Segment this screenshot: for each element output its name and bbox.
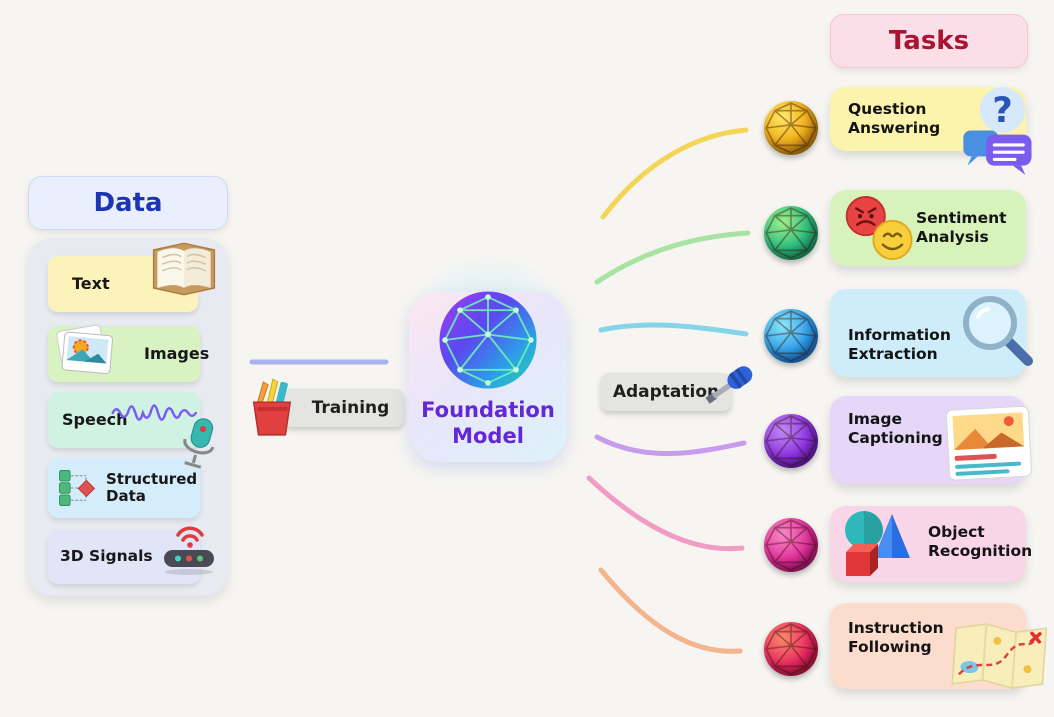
data-item-label: Text (72, 274, 110, 293)
emoji-faces-icon (845, 196, 913, 260)
task-information-extraction: Information Extraction (830, 289, 1033, 377)
polyhedron-sphere-image-captioning (764, 414, 818, 468)
arrow-instruction-following (598, 567, 743, 654)
task-label: Image Captioning (848, 410, 943, 448)
task-instruction-following: Instruction Following (830, 603, 1048, 689)
arrow-image-captioning (594, 434, 747, 457)
polyhedron-sphere-question-answering (764, 101, 818, 155)
training-label: Training (311, 398, 390, 418)
polyhedron-mesh-icon (764, 414, 818, 468)
polyhedron-sphere-information-extraction (764, 309, 818, 363)
question-mark-glyph: ? (992, 90, 1012, 131)
question-chat-icon: ? (963, 87, 1032, 175)
task-image-captioning: Image Captioning (830, 396, 1032, 484)
task-question-answering: Question Answering ? (830, 87, 1032, 175)
network-globe-icon (439, 291, 537, 389)
polyhedron-mesh-icon (764, 622, 818, 676)
data-item-label: Structured Data (106, 470, 198, 506)
speaker-wifi-icon (164, 526, 214, 575)
waveform-icon (111, 404, 198, 421)
polyhedron-sphere-object-recognition (764, 518, 818, 572)
flowchart-icon (59, 469, 96, 507)
magnifier-icon (963, 296, 1033, 366)
arrow-question-answering (600, 127, 749, 220)
data-panel: Text Images Speech Structured Data 3D Si… (28, 238, 228, 596)
task-label: Information Extraction (848, 326, 951, 364)
polyhedron-mesh-icon (764, 518, 818, 572)
task-label: Sentiment Analysis (916, 209, 1007, 247)
shapes-icon (845, 511, 910, 576)
data-item-speech: Speech (48, 392, 200, 448)
polyhedron-mesh-icon (764, 101, 818, 155)
picture-card-icon (945, 405, 1032, 481)
tasks-header-label: Tasks (888, 26, 970, 56)
data-item-label: 3D Signals (60, 547, 153, 565)
polyhedron-mesh-icon (764, 309, 818, 363)
data-item-label: Speech (62, 410, 128, 429)
data-panel-header: Data (28, 176, 228, 230)
tasks-panel-header: Tasks (830, 14, 1028, 68)
adaptation-chip: Adaptation (601, 373, 731, 411)
screwdriver-icon (705, 366, 753, 404)
task-label: Object Recognition (928, 523, 1033, 561)
photo-stack-icon (56, 324, 114, 375)
pencil-cup-icon (252, 378, 292, 436)
task-sentiment-analysis: Sentiment Analysis (830, 190, 1026, 266)
polyhedron-mesh-icon (764, 206, 818, 260)
task-label: Instruction Following (848, 619, 944, 657)
adaptation-label: Adaptation (612, 382, 720, 402)
arrow-object-recognition (586, 475, 745, 552)
training-chip: Training (283, 389, 404, 427)
polyhedron-sphere-instruction-following (764, 622, 818, 676)
polyhedron-sphere-sentiment-analysis (764, 206, 818, 260)
map-route-icon (951, 623, 1048, 689)
book-icon (152, 242, 216, 296)
arrow-sentiment-analysis (594, 230, 751, 285)
task-label: Question Answering (848, 100, 941, 138)
arrow-information-extraction (598, 322, 749, 337)
data-item-label: Images (144, 344, 210, 363)
microphone-icon (183, 418, 215, 469)
data-header-label: Data (93, 188, 163, 218)
task-object-recognition: Object Recognition (830, 506, 1033, 582)
foundation-model-label: Foundation Model (421, 398, 555, 448)
